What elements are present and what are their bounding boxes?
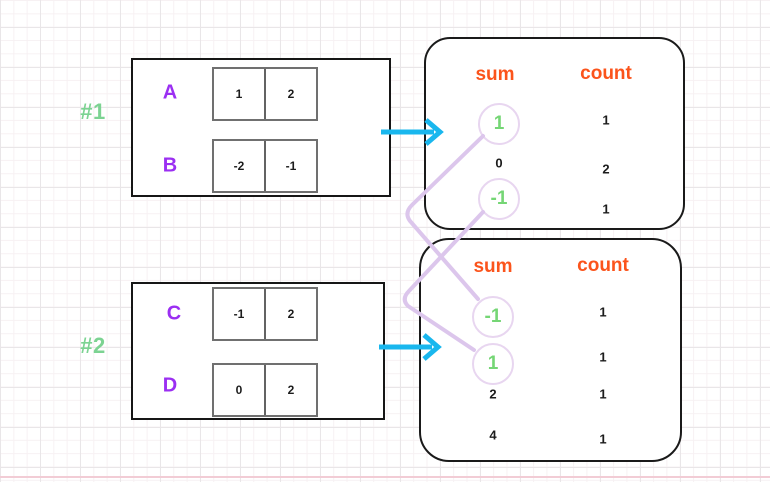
- example-1-table-rows: 1 1 0 2 -1 1: [426, 39, 683, 228]
- array-c-label: C: [166, 302, 182, 325]
- page-rule-line: [0, 476, 770, 478]
- count-value: 1: [602, 112, 610, 128]
- array-cell: -2: [233, 159, 245, 173]
- array-b-label: B: [162, 154, 178, 177]
- sum-value: 4: [489, 427, 497, 443]
- array-c-cells: -1 2: [212, 287, 318, 341]
- array-d-label: D: [162, 374, 178, 397]
- array-cell: 1: [235, 87, 243, 101]
- count-value: 1: [599, 431, 607, 447]
- array-cell: 2: [264, 289, 316, 339]
- array-b-cells: -2 -1: [212, 139, 318, 193]
- array-cell: 0: [235, 383, 243, 397]
- example-1-label: #1: [80, 99, 106, 124]
- array-cell: 2: [264, 69, 316, 119]
- sum-value-circled: -1: [472, 296, 514, 338]
- sum-header: sum: [475, 64, 515, 85]
- count-value: 1: [602, 201, 610, 217]
- array-cell: -1: [264, 141, 316, 191]
- array-cell: -1: [233, 307, 245, 321]
- count-value: 1: [599, 386, 607, 402]
- sum-value: 0: [495, 155, 503, 171]
- count-header: count: [577, 255, 629, 276]
- sum-value-circled: 1: [472, 343, 514, 385]
- count-header: count: [580, 63, 632, 84]
- count-value: 1: [599, 349, 607, 365]
- array-a-label: A: [162, 81, 178, 104]
- sum-value-circled: -1: [478, 178, 520, 220]
- example-2-label: #2: [80, 333, 106, 358]
- count-value: 2: [602, 161, 610, 177]
- sum-value-circled: 1: [478, 103, 520, 145]
- example-1-result-box: sum count 1 1 0 2 -1 1: [424, 37, 685, 230]
- sum-value: 2: [489, 386, 497, 402]
- array-cell: 2: [264, 365, 316, 415]
- count-value: 1: [599, 304, 607, 320]
